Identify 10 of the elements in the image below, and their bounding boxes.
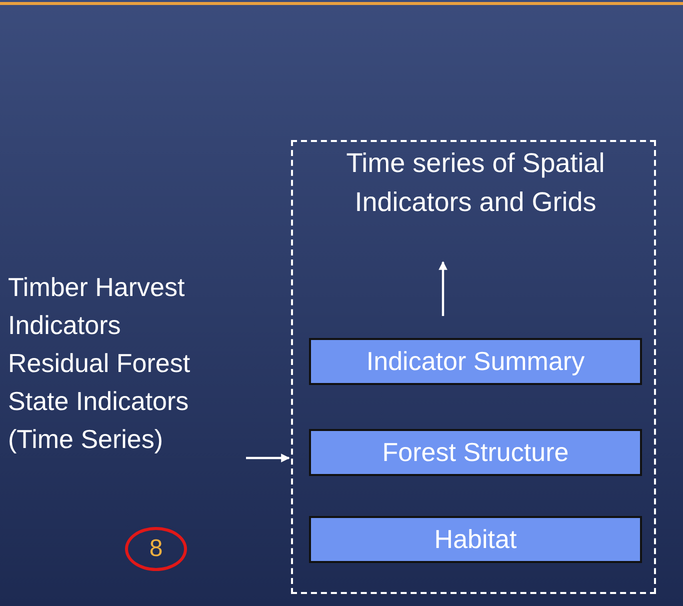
arrow: [246, 454, 290, 462]
callout-number: 8: [125, 527, 187, 571]
indicator-list-text: Timber Harvest Indicators: [8, 271, 186, 342]
process-box: Forest Structure: [309, 429, 642, 476]
heading-text: Time series of Spatial Indicators and Grids: [345, 147, 606, 219]
dashed-group-box: [291, 140, 656, 594]
process-box: Indicator Summary: [309, 338, 642, 385]
arrow: [438, 261, 448, 316]
process-box: Habitat: [309, 516, 642, 563]
indicator-list-text: Residual Forest State Indicators (Time Series): [8, 347, 192, 456]
